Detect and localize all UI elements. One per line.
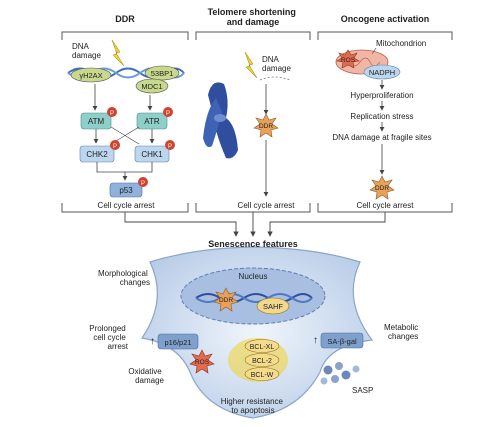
metabolic-label: Metabolic changes — [384, 323, 420, 341]
bclw-oval — [244, 367, 280, 381]
p16-up-arrow: ↑ — [150, 336, 155, 347]
oncogene-ros-label: ROS — [341, 57, 356, 64]
telomere-dna-damage-label: DNA damage — [262, 55, 291, 73]
ddr-dna-damage-label: DNA damage — [72, 42, 101, 60]
svg-text:P: P — [113, 144, 117, 150]
lightning-icon — [111, 39, 125, 67]
atm-label: ATM — [88, 117, 105, 126]
telomere-panel: Telomere shortening and damage DNA damag… — [195, 7, 311, 213]
nucleus-ddr-label: DDR — [219, 297, 233, 304]
converging-arrows — [124, 212, 386, 237]
p53-box — [109, 182, 143, 198]
h2ax-label: γH2AX — [79, 71, 102, 80]
nucleus-label: Nucleus — [239, 272, 268, 281]
ddr-star-nucleus — [213, 287, 239, 312]
oncogene-ddr-label: DDR — [375, 185, 389, 192]
ddr-panel: DDR DNA damage γH2AX 53BP1 MDC1 ATM P AT… — [61, 14, 189, 213]
ddr-star-telomere — [253, 113, 279, 138]
oncogene-panel: Oncogene activation Mitochondrion ROS NA… — [317, 14, 453, 213]
sabgal-box — [320, 332, 364, 349]
ddr-panel-bracket — [61, 31, 189, 40]
nadph-label: NADPH — [369, 68, 395, 77]
oncogene-title: Oncogene activation — [341, 14, 430, 24]
bclxl-oval — [244, 339, 280, 353]
chk2-label: CHK2 — [86, 150, 108, 159]
bcl2-label: BCL-2 — [252, 358, 272, 365]
ddr-star-oncogene — [369, 175, 395, 200]
ros-star-oncogene — [336, 49, 360, 69]
oxidative-damage-label: Oxidative damage — [128, 367, 164, 385]
nadph-oval — [363, 64, 401, 80]
cell-ros-label: ROS — [195, 359, 210, 366]
telomere-ddr-label: DDR — [259, 123, 273, 130]
senescent-cell: Senescence features Nucleus DDR SAHF ↑ p… — [140, 239, 373, 419]
mdc1-label: MDC1 — [141, 82, 162, 91]
telomere-cell-cycle-arrest: Cell cycle arrest — [238, 201, 296, 210]
chk1-label: CHK1 — [141, 150, 163, 159]
sabgal-label: SA-β-gal — [327, 337, 357, 346]
nucleus — [180, 267, 326, 325]
svg-text:P: P — [166, 111, 170, 117]
replication-stress-label: Replication stress — [350, 112, 413, 121]
h2ax-oval — [70, 67, 112, 83]
sasp-spheres-icon — [320, 362, 360, 385]
oncogene-cell-cycle-arrest: Cell cycle arrest — [357, 201, 415, 210]
chromosome-icon — [203, 82, 238, 159]
hyperproliferation-label: Hyperproliferation — [350, 91, 413, 100]
p53-label: p53 — [119, 186, 133, 195]
ros-star-cell — [189, 349, 215, 374]
ddr-cell-cycle-arrest: Cell cycle arrest — [98, 201, 156, 210]
bcl2-oval — [244, 353, 280, 367]
telomere-title: Telomere shortening and damage — [208, 7, 299, 27]
p16p21-box — [157, 333, 199, 350]
svg-text:P: P — [110, 111, 114, 117]
svg-text:P: P — [141, 181, 145, 187]
fragile-sites-label: DNA damage at fragile sites — [332, 133, 431, 142]
sahf-oval — [256, 297, 290, 315]
svg-text:P: P — [168, 144, 172, 150]
bclxl-label: BCL-XL — [250, 344, 275, 351]
sasp-label: SASP — [352, 386, 373, 395]
sabgal-up-arrow: ↑ — [313, 335, 318, 346]
53bp1-oval — [144, 65, 180, 81]
resistance-label: Higher resistance to apoptosis — [221, 397, 285, 415]
senescence-title: Senescence features — [208, 239, 298, 249]
p16p21-label: p16/p21 — [164, 338, 191, 347]
mitochondrion-label: Mitochondrion — [376, 39, 426, 48]
sahf-label: SAHF — [263, 302, 283, 311]
morphological-label: Morphological changes — [98, 269, 150, 287]
bclw-label: BCL-W — [251, 372, 274, 379]
prolonged-arrest-label: Prolonged cell cycle arrest — [89, 324, 128, 351]
atr-label: ATR — [144, 117, 160, 126]
mdc1-oval — [135, 78, 169, 94]
lightning-icon — [244, 51, 258, 79]
ddr-title: DDR — [115, 14, 135, 24]
53bp1-label: 53BP1 — [151, 69, 174, 78]
